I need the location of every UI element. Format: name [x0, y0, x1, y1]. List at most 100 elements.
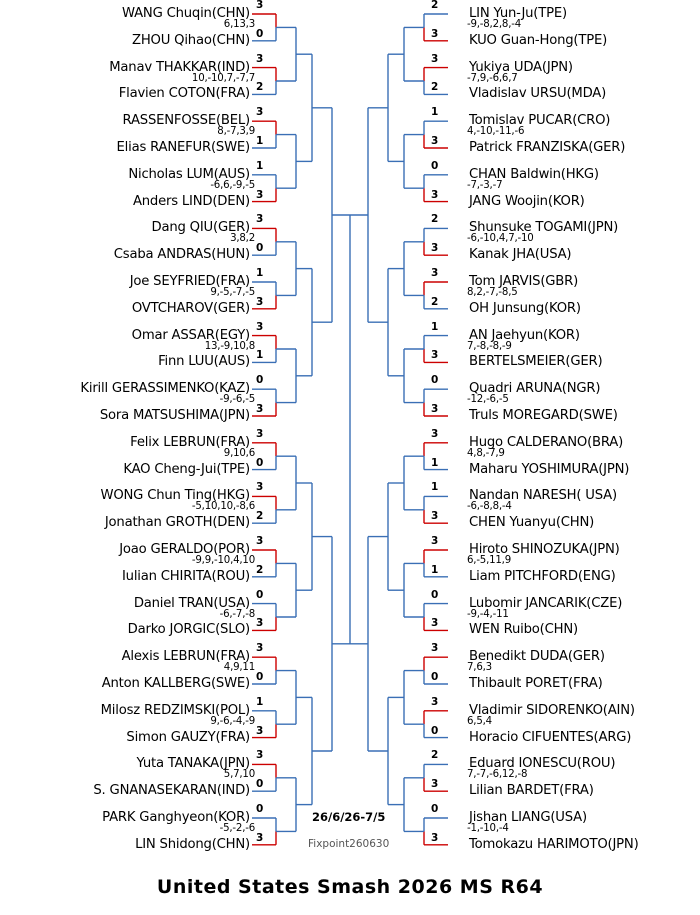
player-name: Eduard IONESCU(ROU) — [469, 756, 616, 772]
match-score: 3 — [431, 778, 439, 791]
player-name: Shunsuke TOGAMI(JPN) — [469, 220, 619, 236]
match-score: 3 — [256, 0, 264, 11]
match-score: 3 — [431, 510, 439, 523]
player-name: Kanak JHA(USA) — [469, 247, 572, 263]
player-name: Yukiya UDA(JPN) — [469, 59, 573, 75]
player-name: BERTELSMEIER(GER) — [469, 354, 603, 370]
set-scores: 7,-7,-6,12,-8 — [467, 769, 528, 781]
player-name: Thibault PORET(FRA) — [469, 676, 603, 691]
player-name: Jonathan GROTH(DEN) — [104, 515, 250, 531]
set-scores: -5,-2,-6 — [219, 823, 256, 834]
player-name: Flavien COTON(FRA) — [118, 86, 250, 102]
player-name: RASSENFOSSE(BEL) — [122, 113, 251, 129]
player-name: Vladislav URSU(MDA) — [469, 86, 607, 102]
event-dates: 26/6/26-7/5 — [312, 810, 386, 824]
match-score: 3 — [256, 403, 264, 415]
player-name: Daniel TRAN(USA) — [133, 595, 250, 611]
match-score: 0 — [431, 671, 439, 683]
match-score: 0 — [431, 374, 439, 387]
match-score: 3 — [256, 213, 264, 226]
player-name: OH Junsung(KOR) — [469, 300, 581, 316]
player-name: Liam PITCHFORD(ENG) — [469, 568, 616, 584]
match-score: 3 — [431, 188, 439, 201]
set-scores: -12,-6,-5 — [467, 394, 509, 406]
match-score: 3 — [431, 427, 439, 440]
player-name: S. GNANASEKARAN(IND) — [93, 783, 250, 799]
player-name: Jishan LIANG(USA) — [469, 810, 587, 825]
set-scores: 8,2,-7,-8,5 — [467, 287, 518, 298]
set-scores: -6,6,-9,-5 — [210, 179, 255, 191]
match-score: 2 — [256, 81, 264, 94]
player-name: Tomokazu HARIMOTO(JPN) — [469, 836, 639, 852]
player-name: Lubomir JANCARIK(CZE) — [469, 595, 623, 611]
set-scores: 6,5,4 — [467, 715, 492, 727]
match-score: 3 — [431, 267, 439, 279]
match-score: 0 — [256, 778, 264, 791]
match-score: 0 — [431, 803, 439, 815]
player-name: Sora MATSUSHIMA(JPN) — [99, 408, 250, 423]
match-score: 3 — [256, 617, 264, 630]
set-scores: 4,-10,-11,-6 — [467, 126, 525, 138]
page-title: United States Smash 2026 MS R64 — [156, 876, 544, 898]
player-name: Nandan NARESH( USA) — [469, 488, 617, 504]
match-score: 3 — [431, 642, 439, 655]
match-score: 3 — [256, 749, 264, 762]
credit-label: Fixpoint260630 — [308, 838, 390, 850]
set-scores: 7,-8,-8,-9 — [467, 340, 512, 352]
match-score: 3 — [256, 52, 264, 65]
match-score: 3 — [256, 831, 264, 844]
set-scores: -6,-7,-8 — [219, 608, 256, 620]
match-score: 3 — [256, 724, 264, 737]
match-score: 3 — [431, 349, 439, 362]
match-score: 1 — [431, 320, 439, 333]
player-name: Anton KALLBERG(SWE) — [101, 676, 250, 691]
player-name: Darko JORGIC(SLO) — [127, 622, 251, 638]
match-score: 3 — [431, 27, 439, 40]
player-name: LIN Shidong(CHN) — [135, 836, 250, 852]
player-name: LIN Yun-Ju(TPE) — [469, 6, 567, 21]
player-name: PARK Ganghyeon(KOR) — [102, 810, 250, 825]
set-scores: -6,-10,4,7,-10 — [467, 233, 534, 245]
match-score: 1 — [256, 267, 264, 279]
player-name: Omar ASSAR(EGY) — [131, 327, 251, 343]
player-name: Benedikt DUDA(GER) — [469, 649, 605, 665]
match-score: 3 — [256, 642, 264, 655]
set-scores: 9,10,6 — [223, 447, 255, 459]
player-name: Milosz REDZIMSKI(POL) — [100, 702, 251, 718]
player-name: Finn LUU(AUS) — [158, 354, 250, 370]
player-name: Simon GAUZY(FRA) — [126, 729, 250, 745]
match-score: 3 — [431, 403, 439, 415]
player-name: Joe SEYFRIED(FRA) — [129, 274, 250, 289]
set-scores: 6,13,3 — [223, 19, 255, 30]
match-score: 1 — [431, 481, 439, 494]
player-name: Quadri ARUNA(NGR) — [469, 381, 601, 397]
set-scores: 6,-5,11,9 — [467, 555, 511, 566]
set-scores: -1,-10,-4 — [467, 823, 509, 834]
match-score: 1 — [431, 106, 439, 119]
player-name: WEN Ruibo(CHN) — [469, 622, 578, 638]
set-scores: 8,-7,3,9 — [217, 126, 255, 138]
player-name: Anders LIND(DEN) — [132, 193, 250, 209]
match-score: 3 — [431, 617, 439, 630]
match-score: 1 — [256, 135, 264, 147]
player-name: CHAN Baldwin(HKG) — [469, 166, 599, 182]
player-name: Joao GERALDO(POR) — [119, 542, 250, 557]
match-score: 0 — [431, 724, 439, 737]
set-scores: -9,9,-10,4,10 — [191, 555, 255, 566]
set-scores: 7,6,3 — [467, 662, 492, 674]
player-name: Hiroto SHINOZUKA(JPN) — [469, 542, 620, 557]
set-scores: 4,9,11 — [223, 662, 255, 674]
set-scores: -9,-6,-5 — [219, 394, 256, 406]
match-score: 3 — [256, 295, 264, 308]
player-name: AN Jaehyun(KOR) — [469, 327, 580, 343]
match-score: 3 — [431, 695, 439, 708]
player-name: Csaba ANDRAS(HUN) — [113, 247, 250, 263]
match-score: 2 — [431, 81, 439, 94]
set-scores: 3,8,2 — [230, 233, 255, 245]
set-scores: -9,-4,-11 — [467, 608, 509, 620]
match-score: 1 — [431, 456, 439, 469]
player-name: Felix LEBRUN(FRA) — [130, 434, 250, 450]
set-scores: 10,-10,7,-7,7 — [191, 72, 255, 84]
set-scores: 9,-5,-7,-5 — [210, 287, 255, 298]
match-score: 0 — [256, 671, 264, 683]
